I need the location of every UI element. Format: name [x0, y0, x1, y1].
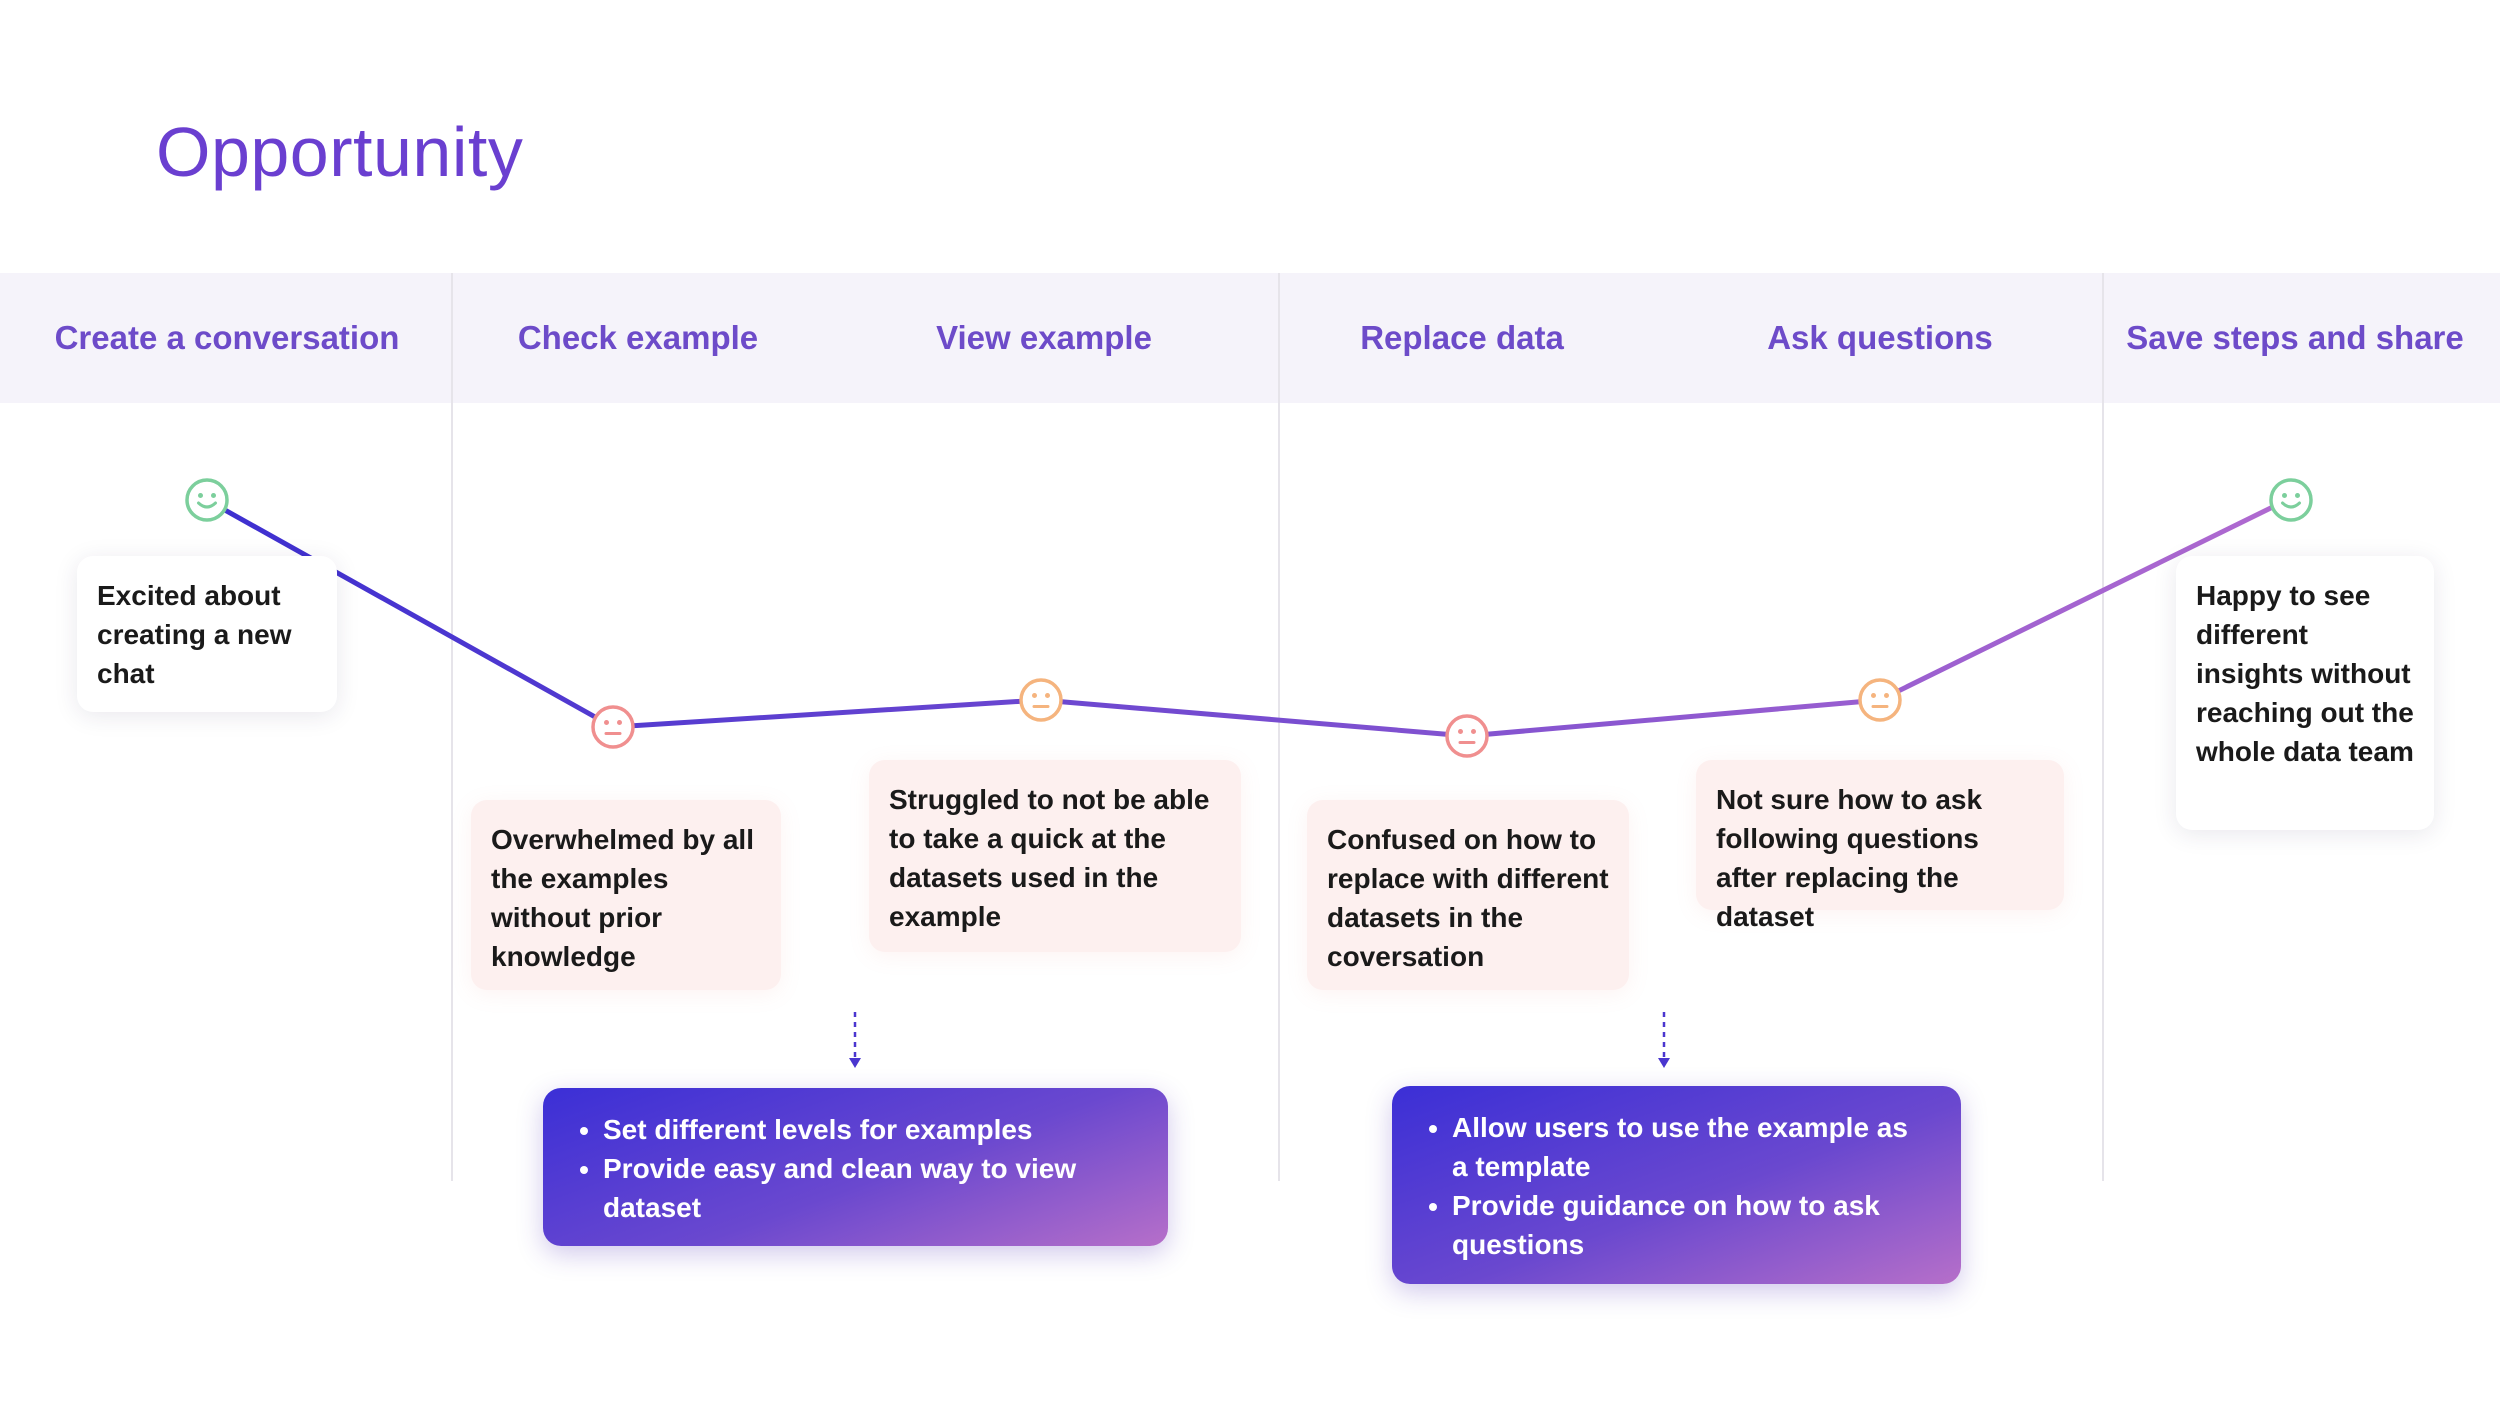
neutral-face-icon: [1858, 678, 1902, 722]
opportunity-item: Set different levels for examples: [603, 1110, 1138, 1149]
moment-text: Confused on how to replace with differen…: [1327, 824, 1609, 972]
happy-face-icon: [185, 478, 229, 522]
moment-text: Not sure how to ask following questions …: [1716, 784, 1983, 932]
moment-card-save-share: Happy to see different insights without …: [2176, 556, 2434, 830]
opportunity-item: Provide guidance on how to ask questions: [1452, 1186, 1931, 1264]
moment-card-replace-data: Confused on how to replace with differen…: [1307, 800, 1629, 990]
stage-label-save-share: Save steps and share: [2126, 319, 2464, 356]
stage-label-replace-data: Replace data: [1360, 319, 1564, 356]
stage-divider: [2102, 273, 2104, 1181]
stage-label-check-example: Check example: [517, 319, 759, 356]
stage-divider: [1278, 273, 1280, 1181]
moment-text: Struggled to not be able to take a quick…: [889, 784, 1210, 932]
opportunity-box-examples: Set different levels for examples Provid…: [543, 1088, 1168, 1246]
moment-card-view-example: Struggled to not be able to take a quick…: [869, 760, 1241, 952]
opportunity-item: Allow users to use the example as a temp…: [1452, 1108, 1931, 1186]
opportunity-item: Provide easy and clean way to view datas…: [603, 1149, 1138, 1227]
stage-label-create-conversation: Create a conversation: [54, 319, 400, 356]
stage-label-ask-questions: Ask questions: [1767, 319, 1993, 356]
stage-label-view-example: View example: [936, 319, 1152, 356]
arrow-down-icon: [847, 1012, 863, 1072]
moment-card-ask-questions: Not sure how to ask following questions …: [1696, 760, 2064, 932]
emotion-line: [204, 497, 2290, 739]
sad-face-icon: [591, 705, 635, 749]
moment-card-check-example: Overwhelmed by all the examples without …: [471, 800, 781, 990]
stage-divider: [451, 273, 453, 1181]
happy-face-icon: [2269, 478, 2313, 522]
arrow-down-icon: [1656, 1012, 1672, 1072]
neutral-face-icon: [1019, 678, 1063, 722]
opportunity-list: Set different levels for examples Provid…: [573, 1110, 1138, 1227]
sad-face-icon: [1445, 714, 1489, 758]
page-title: Opportunity: [156, 113, 524, 191]
opportunity-box-template: Allow users to use the example as a temp…: [1392, 1086, 1961, 1284]
moment-text: Overwhelmed by all the examples without …: [491, 824, 754, 972]
moment-text: Excited about creating a new chat: [97, 580, 292, 689]
moment-text: Happy to see different insights without …: [2196, 580, 2414, 767]
opportunity-list: Allow users to use the example as a temp…: [1422, 1108, 1931, 1264]
stage-header-band: [0, 273, 2500, 403]
moment-card-create-conversation: Excited about creating a new chat: [77, 556, 337, 712]
